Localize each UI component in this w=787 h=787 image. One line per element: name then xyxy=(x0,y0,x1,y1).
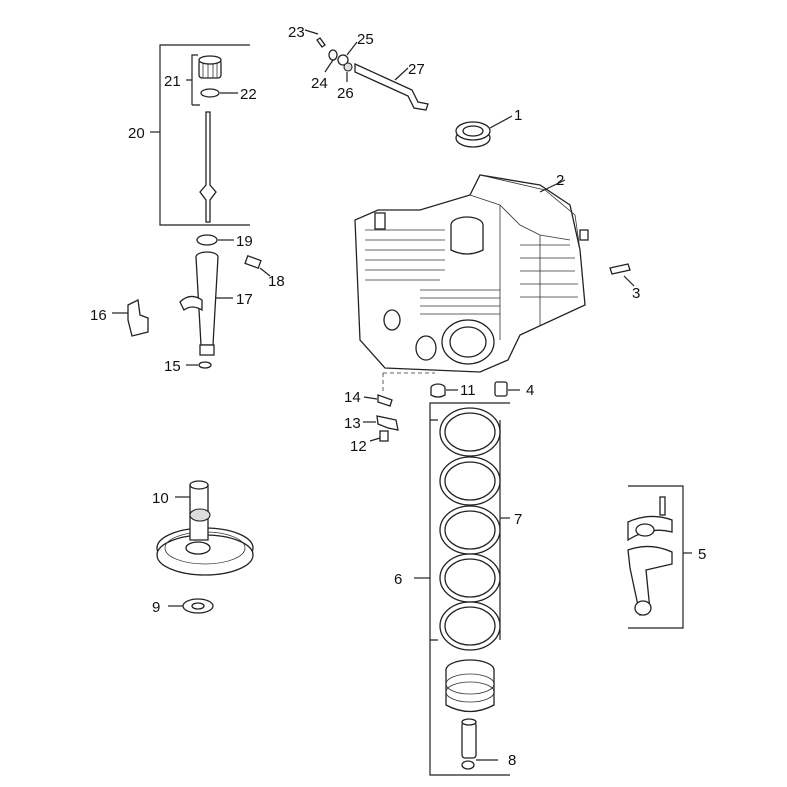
callout-18: 18 xyxy=(268,273,285,290)
callout-17: 17 xyxy=(236,291,253,308)
part-8-piston-pin xyxy=(461,718,498,770)
callout-26: 26 xyxy=(337,85,354,102)
callout-16: 16 xyxy=(90,307,107,324)
piston-rings-group xyxy=(414,402,510,776)
callout-13: 13 xyxy=(344,415,361,432)
piston-ring xyxy=(439,601,501,651)
part-5-connecting-rod xyxy=(627,485,692,629)
callout-6: 6 xyxy=(394,571,402,588)
piston-ring xyxy=(439,456,501,506)
callout-27: 27 xyxy=(408,61,425,78)
part-9-washer xyxy=(168,598,214,614)
callout-7: 7 xyxy=(514,511,522,528)
callout-1: 1 xyxy=(514,107,522,124)
callout-14: 14 xyxy=(344,389,361,406)
part-10-camshaft xyxy=(156,480,254,576)
callout-4: 4 xyxy=(526,382,534,399)
callout-15: 15 xyxy=(164,358,181,375)
part-1-oil-seal xyxy=(455,115,513,148)
callout-19: 19 xyxy=(236,233,253,250)
dipstick-tube xyxy=(179,234,234,369)
dipstick-assembly xyxy=(150,44,250,226)
callout-21: 21 xyxy=(164,73,181,90)
part-18-screw xyxy=(244,255,271,277)
callout-labels: 1 2 3 4 5 6 7 8 9 10 11 12 13 14 15 16 1… xyxy=(90,24,706,769)
callout-2: 2 xyxy=(556,172,564,189)
piston-ring xyxy=(439,505,501,555)
part-13-bracket xyxy=(363,415,399,431)
callout-24: 24 xyxy=(311,75,328,92)
part-16-bracket xyxy=(112,299,149,337)
breather-parts xyxy=(304,29,429,111)
piston xyxy=(445,659,495,713)
callout-9: 9 xyxy=(152,599,160,616)
callout-10: 10 xyxy=(152,490,169,507)
part-2-crankcase xyxy=(354,174,589,373)
callout-20: 20 xyxy=(128,125,145,142)
part-12-screw xyxy=(369,430,389,442)
callout-5: 5 xyxy=(698,546,706,563)
callout-22: 22 xyxy=(240,86,257,103)
callout-8: 8 xyxy=(508,752,516,769)
callout-25: 25 xyxy=(357,31,374,48)
piston-ring xyxy=(439,553,501,603)
part-11-plug xyxy=(430,383,458,398)
part-4-plug xyxy=(494,381,520,397)
callout-12: 12 xyxy=(350,438,367,455)
callout-23: 23 xyxy=(288,24,305,41)
piston-ring xyxy=(439,407,501,457)
callout-11: 11 xyxy=(460,382,476,399)
part-3-tube xyxy=(609,263,635,287)
callout-3: 3 xyxy=(632,285,640,302)
part-14-clip xyxy=(363,394,393,407)
